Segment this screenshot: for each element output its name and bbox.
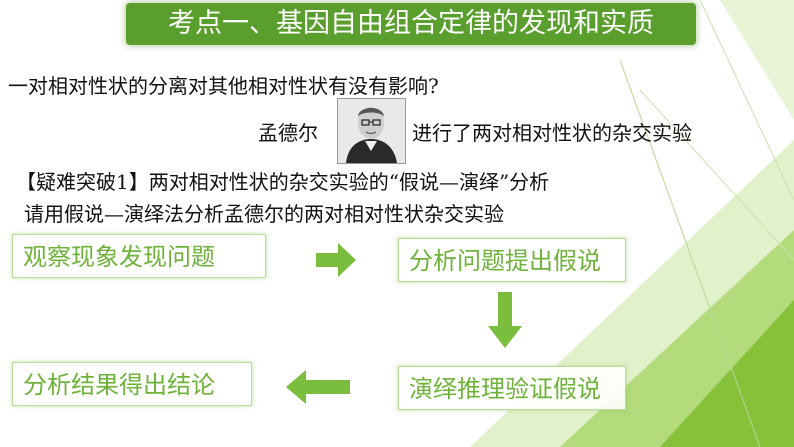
step-conclude-box: 分析结果得出结论 xyxy=(12,362,252,406)
step-observe-box: 观察现象发现问题 xyxy=(12,234,266,278)
mendel-description: 进行了两对相对性状的杂交实验 xyxy=(412,117,692,146)
section-heading: 【疑难突破1】两对相对性状的杂交实验的“假说—演绎”分析 xyxy=(16,166,549,195)
arrow-right-icon xyxy=(316,243,356,277)
question-text: 一对相对性状的分离对其他相对性状有没有影响? xyxy=(8,70,439,99)
step-deduce-box: 演绎推理验证假说 xyxy=(398,366,626,410)
arrow-down-icon xyxy=(488,292,522,348)
section-instruction: 请用假说—演绎法分析孟德尔的两对相对性状杂交实验 xyxy=(24,198,504,227)
step-hypothesize-box: 分析问题提出假说 xyxy=(398,238,626,282)
mendel-portrait xyxy=(337,98,406,164)
arrow-left-icon xyxy=(286,370,350,404)
mendel-name: 孟德尔 xyxy=(258,117,318,146)
page-title: 考点一、基因自由组合定律的发现和实质 xyxy=(126,3,696,45)
